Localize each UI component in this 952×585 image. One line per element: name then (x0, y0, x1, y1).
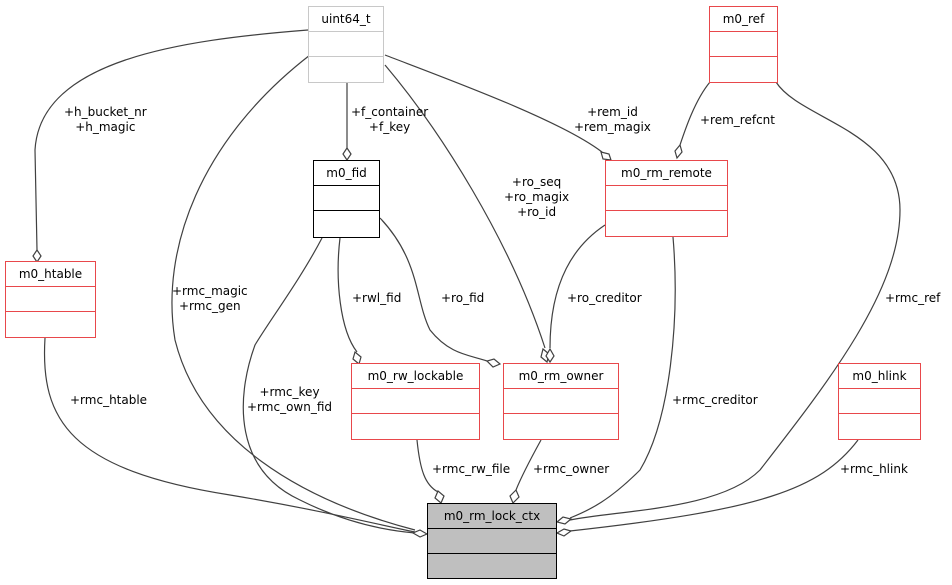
edge-uint64-htable (34, 29, 309, 251)
attributes-section (504, 389, 618, 414)
edge-label: +rem_refcnt (700, 113, 775, 127)
edge-uint64-owner (384, 64, 546, 349)
node-m0-hlink[interactable]: m0_hlink (838, 363, 921, 440)
diamond-owner-c (545, 347, 555, 364)
methods-section (6, 312, 95, 336)
node-uint64-t[interactable]: uint64_t (308, 6, 384, 83)
node-m0-htable[interactable]: m0_htable (5, 261, 96, 338)
diamond-ctx-owner (509, 488, 520, 505)
attributes-section (839, 389, 920, 414)
methods-section (309, 57, 383, 81)
attributes-section (428, 529, 556, 554)
edge-htable-ctx (43, 337, 416, 533)
edge-fid-rwl (337, 237, 358, 353)
diamond-remote-b (674, 143, 683, 160)
edge-rwl-ctx (416, 439, 439, 493)
edge-label: +rwl_fid (352, 291, 402, 305)
node-title: m0_htable (6, 262, 95, 287)
edge-label: +rem_id +rem_magix (574, 105, 651, 134)
edge-label: +ro_creditor (567, 291, 642, 305)
node-title: uint64_t (309, 7, 383, 32)
attributes-section (710, 32, 777, 57)
edge-label: +rmc_htable (70, 393, 148, 407)
node-m0-rm-lock-ctx[interactable]: m0_rm_lock_ctx (427, 503, 557, 579)
diamond-remote-a (600, 151, 612, 161)
edge-remote-owner (549, 224, 606, 349)
node-title: m0_rm_lock_ctx (428, 504, 556, 529)
node-title: m0_rw_lockable (352, 364, 479, 389)
diamond-ctx-rwl (434, 490, 445, 504)
methods-section (314, 211, 379, 235)
node-title: m0_fid (314, 161, 379, 186)
edge-ref-remote (679, 81, 711, 146)
methods-section (606, 211, 727, 235)
attributes-section (606, 186, 727, 211)
node-m0-rm-remote[interactable]: m0_rm_remote (605, 160, 728, 237)
edge-label: +h_bucket_nr +h_magic (64, 105, 147, 134)
node-title: m0_hlink (839, 364, 920, 389)
edge-label: +f_container +f_key (351, 105, 429, 134)
edge-uint64-remote (384, 54, 603, 153)
diamond-htable (32, 248, 42, 264)
diamond-fid (342, 146, 352, 162)
node-title: m0_rm_remote (606, 161, 727, 186)
edge-fid-ctx (242, 237, 416, 534)
diamond-ctx-left (411, 529, 429, 538)
edge-label: +rmc_rw_file (432, 462, 511, 476)
methods-section (352, 414, 479, 438)
node-m0-rw-lockable[interactable]: m0_rw_lockable (351, 363, 480, 440)
attributes-section (309, 32, 383, 57)
node-m0-rm-owner[interactable]: m0_rm_owner (503, 363, 619, 440)
diamond-ctx-ref (555, 516, 573, 525)
node-title: m0_ref (710, 7, 777, 32)
edge-label: +rmc_key +rmc_own_fid (247, 385, 333, 414)
node-title: m0_rm_owner (504, 364, 618, 389)
diamond-ctx-hlink (555, 528, 573, 537)
attributes-section (314, 186, 379, 211)
edge-uint64-ctx (171, 54, 416, 531)
edge-ref-ctx (569, 81, 901, 521)
edge-label: +rmc_magic +rmc_gen (172, 284, 248, 313)
edge-owner-ctx (515, 439, 542, 491)
methods-section (428, 554, 556, 578)
edge-remote-ctx (569, 236, 676, 519)
diamond-owner-b (485, 358, 502, 368)
edge-label: +rmc_creditor (672, 393, 758, 407)
methods-section (710, 57, 777, 81)
attributes-section (6, 287, 95, 312)
edge-label: +rmc_hlink (840, 462, 908, 476)
methods-section (839, 414, 920, 438)
node-m0-ref[interactable]: m0_ref (709, 6, 778, 83)
edge-hlink-ctx (569, 439, 859, 532)
edge-fid-owner (379, 217, 488, 362)
node-m0-fid[interactable]: m0_fid (313, 160, 380, 238)
edge-label: +rmc_owner (533, 462, 610, 476)
diamond-rwl (352, 350, 362, 366)
attributes-section (352, 389, 479, 414)
edge-label: +rmc_ref (885, 291, 941, 305)
methods-section (504, 414, 618, 438)
edge-label: +ro_seq +ro_magix +ro_id (504, 175, 570, 219)
edge-label: +ro_fid (441, 291, 485, 305)
